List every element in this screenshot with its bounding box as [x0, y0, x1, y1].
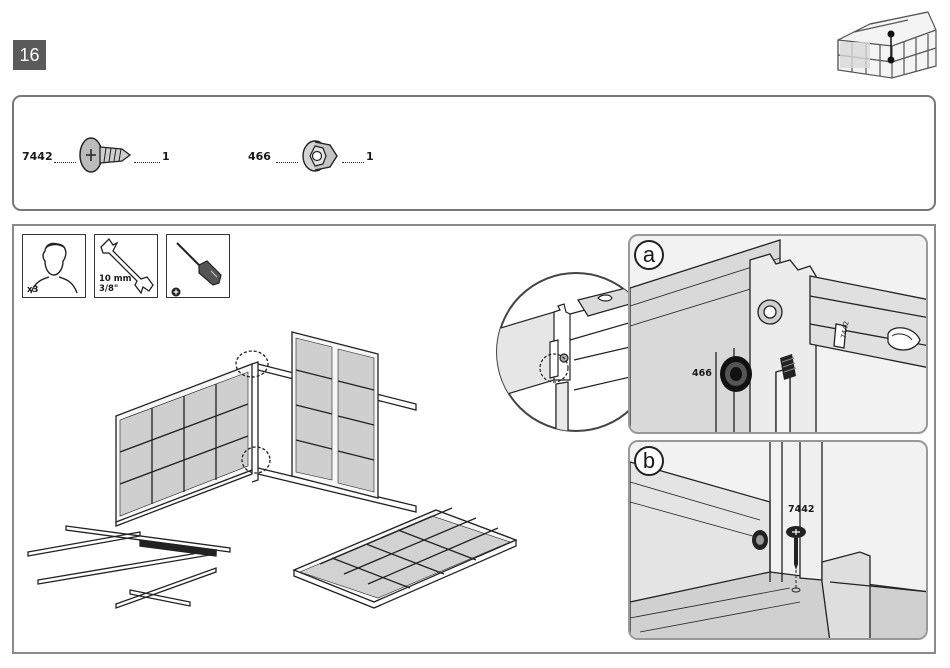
callout-7442: 7442 — [788, 504, 814, 515]
detail-b-label: b — [634, 446, 664, 476]
part-quantity: 1 — [366, 150, 374, 163]
assembly-illustration — [20, 320, 540, 650]
tool-box-wrench: 10 mm 3/8" — [94, 234, 158, 298]
leader-dots — [342, 161, 364, 163]
tool-label: x3 — [27, 286, 38, 295]
leader-dots — [134, 161, 160, 163]
step-number-badge: 16 — [13, 40, 46, 70]
hex-nut-icon — [300, 139, 340, 173]
phillips-screwdriver-icon — [167, 235, 229, 297]
part-quantity: 1 — [162, 150, 170, 163]
tool-box-screwdriver — [166, 234, 230, 298]
detail-a-label: a — [634, 240, 664, 270]
greenhouse-overview-icon — [832, 10, 938, 80]
tool-box-persons: x3 — [22, 234, 86, 298]
detail-b-illustration — [630, 442, 928, 640]
part-code: 466 — [248, 150, 271, 163]
detail-a-illustration: 7442 — [630, 236, 928, 434]
tool-label: 3/8" — [99, 285, 118, 294]
leader-dots — [54, 161, 76, 163]
detail-b-panel: b 7442 — [628, 440, 928, 640]
screw-icon — [78, 135, 134, 175]
leader-dots — [276, 161, 298, 163]
callout-466: 466 — [692, 368, 712, 379]
tool-label: 10 mm — [99, 275, 132, 284]
parts-panel: 7442 1 466 1 — [12, 95, 936, 211]
detail-a-panel: 7442 a 466 — [628, 234, 928, 434]
part-code: 7442 — [22, 150, 53, 163]
